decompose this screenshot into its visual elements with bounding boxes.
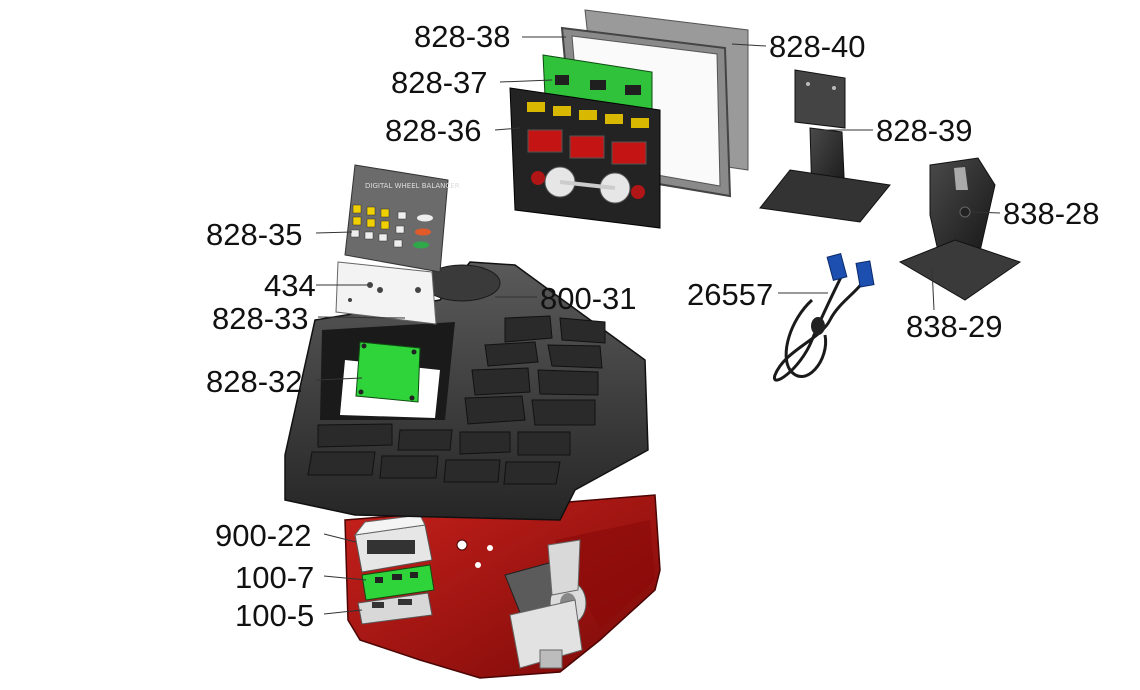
- label-828-33: 828-33: [212, 301, 309, 336]
- display-panel-828-36: [509, 87, 661, 229]
- label-900-22: 900-22: [215, 518, 312, 553]
- bracket-828-33: [335, 261, 437, 325]
- label-828-37: 828-37: [391, 65, 488, 100]
- vga-cable-26557: [772, 252, 875, 382]
- label-838-29: 838-29: [906, 309, 1003, 344]
- keypad-828-35: DIGITAL WHEEL BALANCER: [344, 164, 460, 273]
- label-26557: 26557: [687, 277, 773, 312]
- label-828-39: 828-39: [876, 113, 973, 148]
- label-828-36: 828-36: [385, 113, 482, 148]
- label-434: 434: [264, 268, 316, 303]
- pcb-828-32: [355, 341, 421, 403]
- label-838-28: 838-28: [1003, 196, 1100, 231]
- label-100-5: 100-5: [235, 598, 314, 633]
- leader-lines: [315, 36, 1001, 615]
- label-800-31: 800-31: [540, 281, 637, 316]
- label-828-40: 828-40: [769, 29, 866, 64]
- monitor-stand-828-39: [759, 69, 891, 223]
- label-828-38: 828-38: [414, 19, 511, 54]
- callout-labels: 828-38 828-40 828-37 828-36 828-39 838-2…: [206, 19, 1100, 633]
- label-100-7: 100-7: [235, 560, 314, 595]
- label-828-32: 828-32: [206, 364, 303, 399]
- board-100-5: [357, 592, 433, 625]
- pcb-100-7: [361, 564, 435, 601]
- keypad-title: DIGITAL WHEEL BALANCER: [365, 182, 460, 190]
- side-stand-base-838-29: [898, 239, 1022, 301]
- label-828-35: 828-35: [206, 217, 303, 252]
- power-supply-900-22: [353, 514, 433, 573]
- motor-assembly: [504, 539, 587, 669]
